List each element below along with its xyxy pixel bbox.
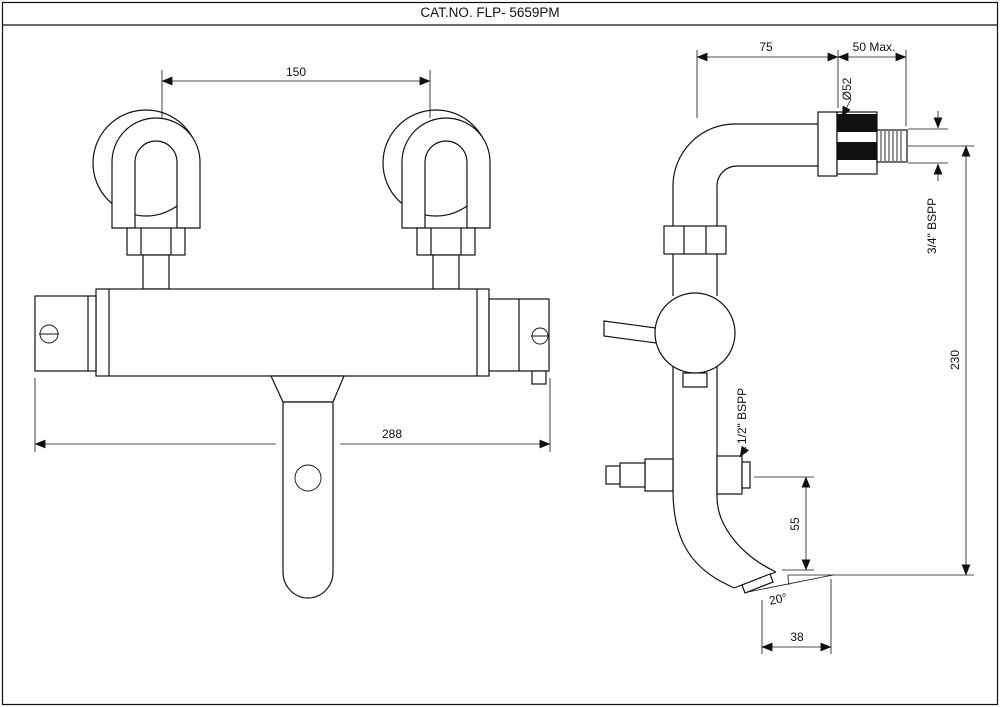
body-barrel [95,288,490,377]
inlet-union-right [401,117,491,290]
spout-nozzle [733,571,777,594]
dim-outlet-thread-label: 1/2" BSPP [735,388,749,444]
dim-inlet-thread: 3/4" BSPP [908,111,948,254]
knob-tab [682,372,708,388]
handle-nub [531,370,547,385]
threaded-tail [876,129,908,163]
control-lever [603,320,657,344]
diverter-button [294,464,322,492]
aerator [741,573,774,594]
wall-flange-side [817,111,838,177]
dimensions: 150 288 75 50 Max. Ø52 [34,40,974,654]
dim-288-label: 288 [382,427,402,441]
dim-dia52-label: Ø52 [840,77,854,100]
side-view [603,111,908,594]
title-block: CAT.NO. FLP- 5659PM [3,5,997,26]
union-nut-side [663,225,727,255]
dim-flange-diameter: Ø52 [840,77,854,118]
dim-75-label: 75 [759,40,773,54]
dim-20deg-label: 20° [768,590,789,608]
dim-spout-reach: 38 [761,579,832,654]
dim-230-label: 230 [948,350,962,370]
spout-front [270,375,345,599]
inlet-union-left [111,117,201,290]
inlet-elbow-side [663,123,818,255]
dim-outlet-drop: 55 [754,476,814,571]
dim-overall-width: 288 [34,378,551,452]
dim-150-label: 150 [286,65,306,79]
thermostat-knob [654,292,736,374]
dim-50max-label: 50 Max. [853,40,896,54]
dim-wall-thickness: 50 Max. [837,40,907,126]
check-valve [605,458,674,492]
temperature-handle [34,295,97,372]
dim-spout-angle: 20° [747,574,834,608]
dim-38-label: 38 [790,630,804,644]
dim-55-label: 55 [788,517,802,531]
dim-outlet-thread: 1/2" BSPP [735,388,750,458]
dim-overall-height: 230 [788,145,974,576]
catalog-number-label: CAT.NO. FLP- 5659PM [420,5,559,20]
wall-connection [817,111,908,177]
shower-outlet [716,455,751,495]
dim-inlet-thread-label: 3/4" BSPP [925,198,939,254]
dim-union-spacing: 150 [161,65,431,118]
front-view [34,109,550,599]
spout-inner-edge [716,366,777,573]
mixer-body [34,288,550,385]
dim-wall-to-body: 75 [696,40,839,118]
spout-outer-edge [672,366,735,589]
